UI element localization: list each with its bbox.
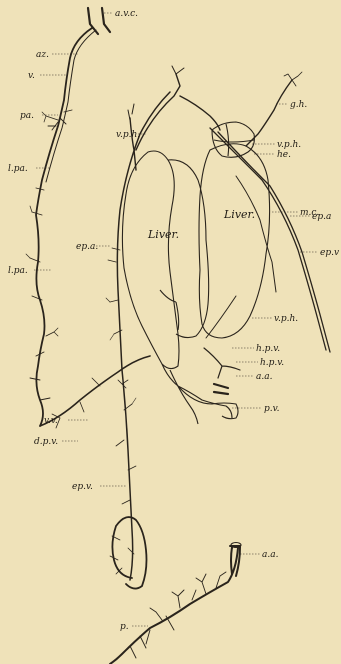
label-epv-low: ep.v. bbox=[72, 482, 93, 492]
label-epa-mid: ep.a. bbox=[76, 242, 98, 252]
liver-group bbox=[122, 122, 269, 424]
label-he: he. bbox=[277, 150, 291, 160]
label-epv-right: ep.v bbox=[320, 248, 339, 258]
label-hpv-1: h.p.v. bbox=[256, 344, 280, 354]
label-lpa-lower: l.pa. bbox=[8, 266, 28, 276]
liver-left-lobe bbox=[122, 151, 179, 369]
label-liver-right: Liver. bbox=[223, 208, 255, 221]
label-avc: a.v.c. bbox=[115, 9, 138, 19]
label-pa: pa. bbox=[20, 111, 34, 121]
anterior-vena-cava bbox=[88, 8, 110, 34]
label-hpv-2: h.p.v. bbox=[260, 358, 284, 368]
label-dpv: d.p.v. bbox=[34, 437, 58, 447]
label-az: az. bbox=[36, 50, 49, 60]
label-vph-left: v.p.h. bbox=[116, 130, 140, 140]
azygos-vein bbox=[36, 28, 92, 426]
epigastric-vein-central bbox=[117, 92, 170, 580]
label-vph-top: v.p.h. bbox=[277, 140, 301, 150]
lower-vessel bbox=[110, 548, 238, 664]
intestinal-loop bbox=[112, 517, 146, 588]
label-liver-left: Liver. bbox=[147, 228, 179, 241]
label-gh: g.h. bbox=[290, 100, 307, 110]
gastrohepatic-vein bbox=[246, 80, 292, 146]
label-pv: p.v. bbox=[264, 404, 280, 414]
hepatic-portal-branch bbox=[204, 348, 240, 378]
label-vv: v.v. bbox=[44, 416, 58, 426]
portal-trunk bbox=[162, 364, 232, 418]
label-lpa-upper: l.pa. bbox=[8, 164, 28, 174]
labels: a.v.c. az. v. pa. l.pa. l.pa. g.h. v.p.h… bbox=[8, 9, 339, 632]
label-aa-low: a.a. bbox=[262, 550, 279, 560]
label-aa-mid: a.a. bbox=[256, 372, 273, 382]
label-vph-low: v.p.h. bbox=[274, 314, 298, 324]
liver-right-lobe bbox=[199, 144, 270, 338]
label-v: v. bbox=[28, 71, 35, 81]
label-p: p. bbox=[120, 622, 129, 632]
label-epa-right: ep.a bbox=[312, 212, 331, 222]
